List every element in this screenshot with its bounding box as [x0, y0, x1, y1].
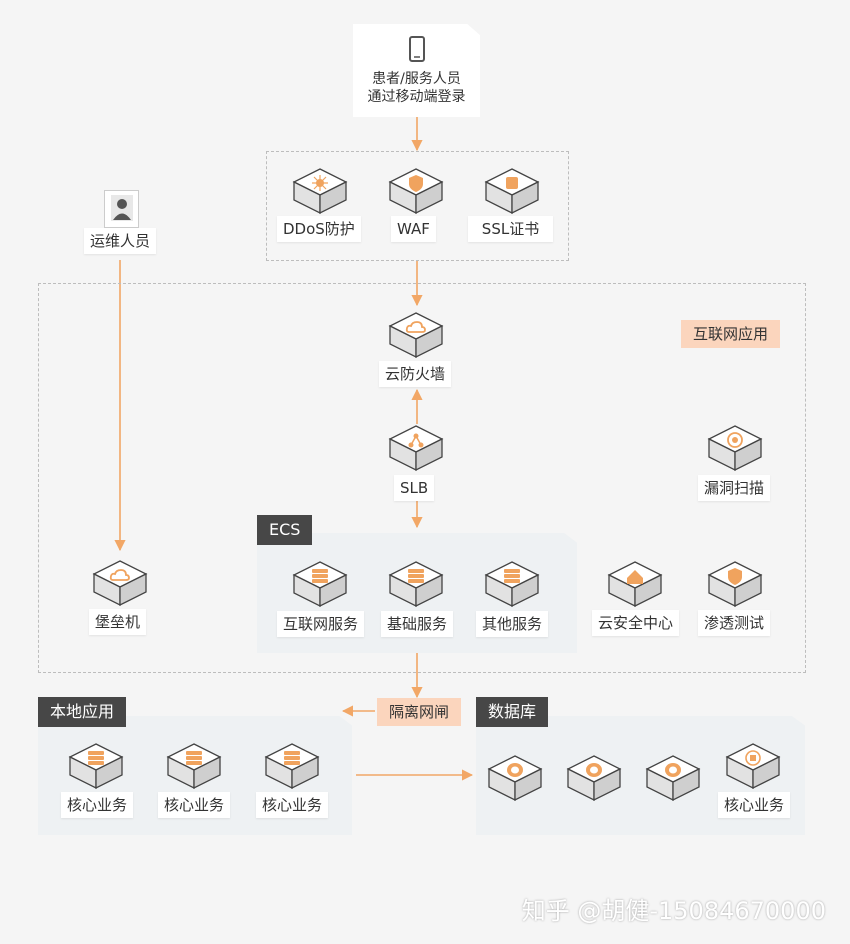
ssl-icon	[484, 168, 540, 215]
database-icon-3	[645, 755, 701, 802]
local-item-label-2: 核心业务	[158, 792, 231, 818]
database-core-icon	[725, 743, 781, 790]
local-apps-tag: 本地应用	[38, 697, 127, 727]
slb-icon	[388, 425, 444, 472]
core-service-icon-1	[68, 743, 124, 790]
ecs-item-label-1: 互联网服务	[277, 611, 365, 637]
edge-security-group	[266, 151, 569, 261]
bastion-icon	[92, 560, 148, 607]
ops-label: 运维人员	[84, 228, 157, 254]
pentest-label: 渗透测试	[698, 610, 771, 636]
cloud-security-center-icon	[607, 561, 663, 608]
internet-service-icon	[292, 561, 348, 608]
cloud-security-center-label: 云安全中心	[592, 610, 680, 636]
basic-service-icon	[388, 561, 444, 608]
isolation-gateway: 隔离网闸	[377, 698, 462, 726]
person-icon	[111, 195, 133, 221]
ops-avatar-card	[104, 190, 139, 228]
vuln-scan-label: 漏洞扫描	[698, 475, 771, 501]
internet-zone-tag: 互联网应用	[681, 320, 781, 348]
ssl-label: SSL证书	[468, 216, 553, 242]
ddos-label: DDoS防护	[277, 216, 361, 242]
vuln-scan-icon	[707, 425, 763, 472]
bastion-label: 堡垒机	[89, 609, 147, 635]
database-tag: 数据库	[476, 697, 549, 727]
ecs-item-label-3: 其他服务	[476, 611, 549, 637]
ecs-item-label-2: 基础服务	[381, 611, 454, 637]
ecs-tag: ECS	[257, 515, 313, 545]
firewall-label: 云防火墙	[379, 361, 452, 387]
waf-icon	[388, 168, 444, 215]
mobile-phone-icon	[409, 36, 425, 62]
internet-zone	[38, 283, 806, 673]
database-icon-2	[566, 755, 622, 802]
watermark: 知乎 @胡健-15084670000	[521, 897, 826, 925]
waf-label: WAF	[391, 216, 436, 242]
login-text-line2: 通过移动端登录	[367, 89, 466, 105]
slb-label: SLB	[394, 475, 435, 501]
local-item-label-1: 核心业务	[61, 792, 134, 818]
login-text-line1: 患者/服务人员	[372, 71, 461, 87]
cloud-firewall-icon	[388, 312, 444, 359]
database-icon-1	[487, 755, 543, 802]
core-service-icon-2	[166, 743, 222, 790]
local-item-label-3: 核心业务	[256, 792, 329, 818]
other-service-icon	[484, 561, 540, 608]
pentest-icon	[707, 561, 763, 608]
login-card: 患者/服务人员 通过移动端登录	[353, 24, 480, 117]
ddos-icon	[292, 168, 348, 215]
database-core-label: 核心业务	[718, 792, 791, 818]
core-service-icon-3	[264, 743, 320, 790]
